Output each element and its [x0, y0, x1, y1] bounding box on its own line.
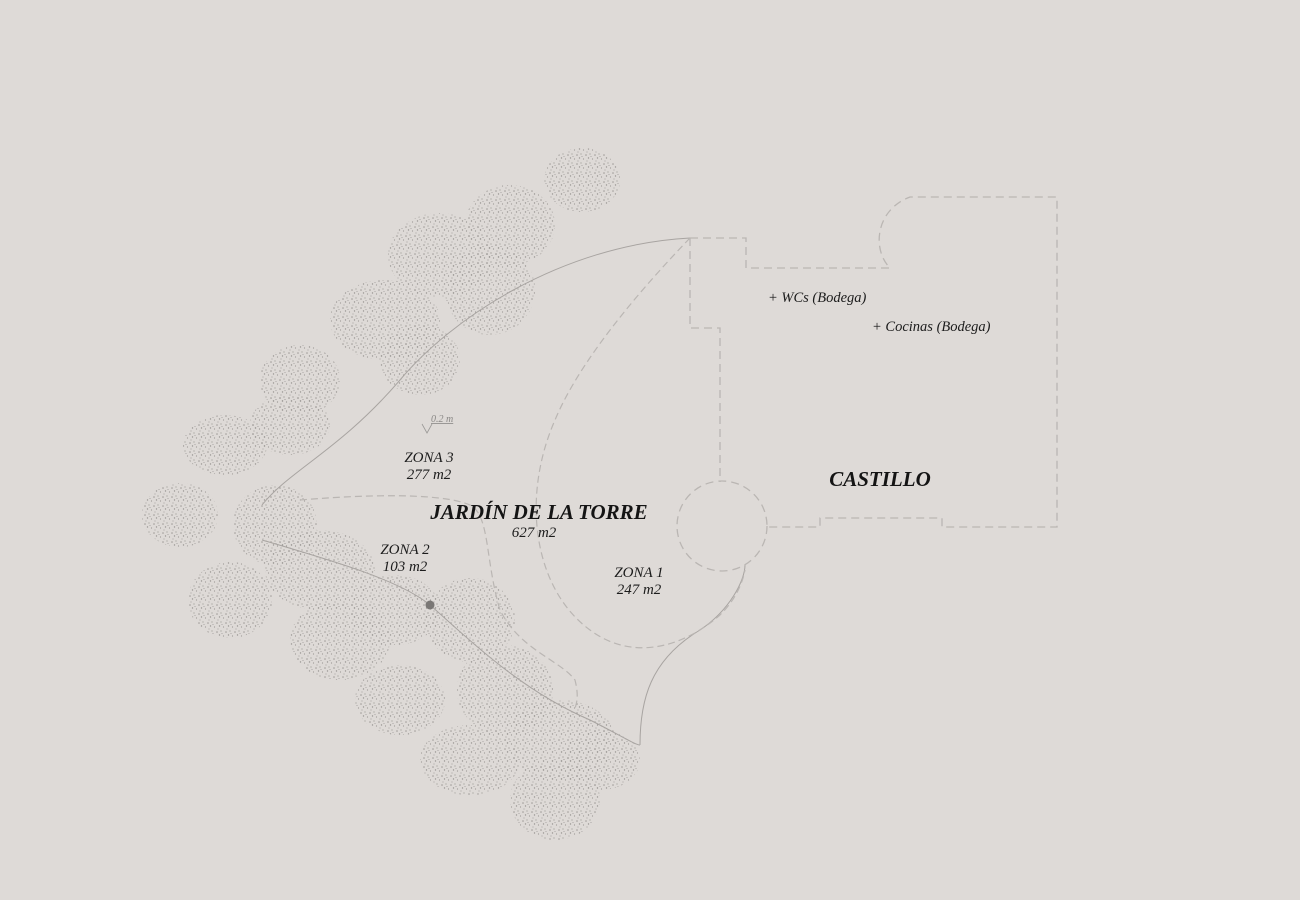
level-marker-icon: [421, 423, 433, 434]
garden-area: 627 m2: [511, 525, 557, 541]
castle-note-cocinas: + Cocinas (Bodega): [872, 319, 991, 335]
zone-2-area: 103 m2: [382, 559, 428, 576]
castle-title: CASTILLO: [829, 467, 931, 491]
castle-outline: [676, 196, 1058, 572]
survey-point-icon: [425, 600, 435, 610]
zone-3-name: ZONA 3: [404, 450, 454, 466]
zone-1-label: ZONA 1 247 m2: [614, 565, 663, 600]
garden-title: JARDÍN DE LA TORRE: [430, 500, 648, 524]
zone-3-area: 277 m2: [406, 467, 452, 484]
castle-note-wcs: + WCs (Bodega): [768, 290, 867, 306]
zone-1-area: 247 m2: [616, 582, 662, 599]
zone-dividers: [299, 237, 746, 711]
foliage-trees: [142, 148, 640, 840]
zone-2-label: ZONA 2 103 m2: [380, 542, 429, 577]
zone-3-label: ZONA 3 277 m2: [404, 450, 453, 485]
zone-2-name: ZONA 2: [380, 542, 430, 558]
level-mark-label: 0.2 m: [431, 414, 454, 425]
zone-1-name: ZONA 1: [614, 565, 664, 581]
